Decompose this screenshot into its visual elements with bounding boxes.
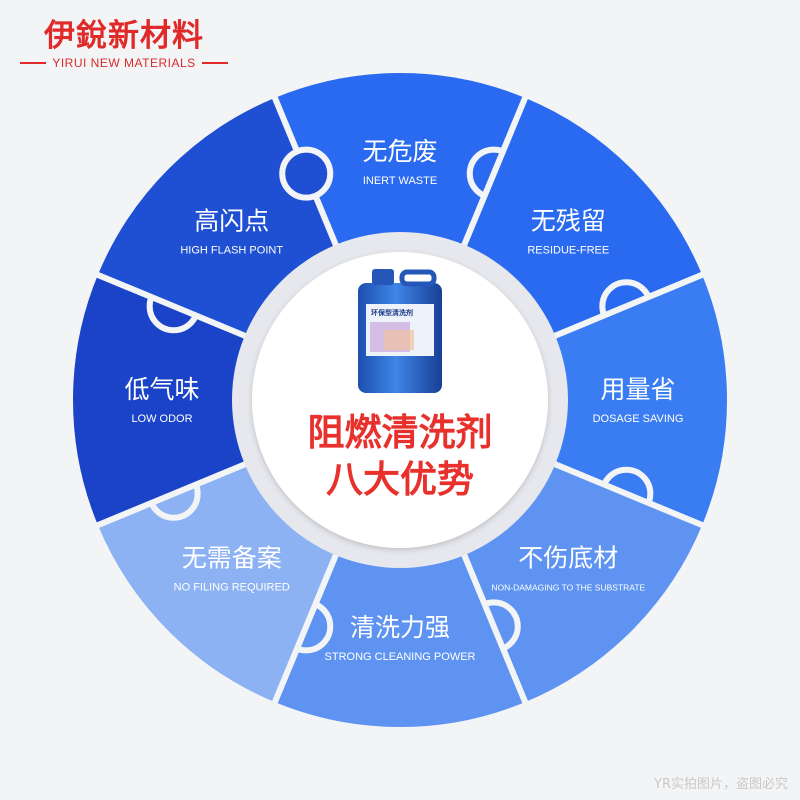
bottle-label-art-2 <box>384 330 414 350</box>
center-title-line1: 阻燃清洗剂 <box>308 411 493 454</box>
advantage-label: 清洗力强 STRONG CLEANING POWER <box>325 613 476 663</box>
advantage-title: 无危废 <box>362 137 437 166</box>
advantage-title: 无需备案 <box>182 543 282 572</box>
advantage-subtitle: HIGH FLASH POINT <box>180 245 283 257</box>
advantage-label: 用量省 DOSAGE SAVING <box>593 375 684 425</box>
advantage-label: 无残留 RESIDUE-FREE <box>527 207 609 257</box>
brand-logo: 伊銳新材料 YIRUI NEW MATERIALS <box>0 18 248 70</box>
advantage-title: 低气味 <box>124 375 199 404</box>
advantage-subtitle: NO FILING REQUIRED <box>174 581 290 593</box>
watermark-text: YR实拍图片，盗图必究 <box>654 777 788 792</box>
center-disc <box>252 252 548 548</box>
advantage-subtitle: NON-DAMAGING TO THE SUBSTRATE <box>491 582 645 592</box>
advantage-label: 无危废 INERT WASTE <box>362 137 437 187</box>
puzzle-knob <box>279 146 334 201</box>
advantage-label: 低气味 LOW ODOR <box>124 375 199 425</box>
brand-name-cn: 伊銳新材料 <box>44 18 204 54</box>
product-bottle: 环保型清洗剂 <box>358 269 442 393</box>
wheel-segments <box>67 67 733 733</box>
advantage-subtitle: DOSAGE SAVING <box>593 413 684 425</box>
brand-divider-left <box>20 62 47 64</box>
advantage-title: 无残留 <box>531 207 606 236</box>
advantage-subtitle: LOW ODOR <box>131 413 192 425</box>
center-title-line2: 八大优势 <box>326 458 474 501</box>
advantage-subtitle: INERT WASTE <box>363 175 437 187</box>
bottle-cap <box>372 269 394 285</box>
advantage-subtitle: RESIDUE-FREE <box>527 245 609 257</box>
advantage-label: 无需备案 NO FILING REQUIRED <box>174 543 290 593</box>
advantage-label: 不伤底材 NON-DAMAGING TO THE SUBSTRATE <box>491 543 645 592</box>
brand-name-en: YIRUI NEW MATERIALS <box>52 56 196 70</box>
bottle-label-text: 环保型清洗剂 <box>371 308 413 317</box>
advantage-subtitle: STRONG CLEANING POWER <box>325 651 476 663</box>
brand-divider-right <box>201 62 228 64</box>
advantage-title: 高闪点 <box>194 207 269 236</box>
wheel-labels: 无危废 INERT WASTE 无残留 RESIDUE-FREE 用量省 DOSAGE S… <box>124 137 683 663</box>
brand-en-row: YIRUI NEW MATERIALS <box>0 56 248 70</box>
advantage-label: 高闪点 HIGH FLASH POINT <box>180 207 283 257</box>
advantage-title: 用量省 <box>600 375 675 404</box>
bottle-handle <box>399 269 437 287</box>
advantage-title: 不伤底材 <box>518 543 618 572</box>
advantage-title: 清洗力强 <box>350 613 450 642</box>
